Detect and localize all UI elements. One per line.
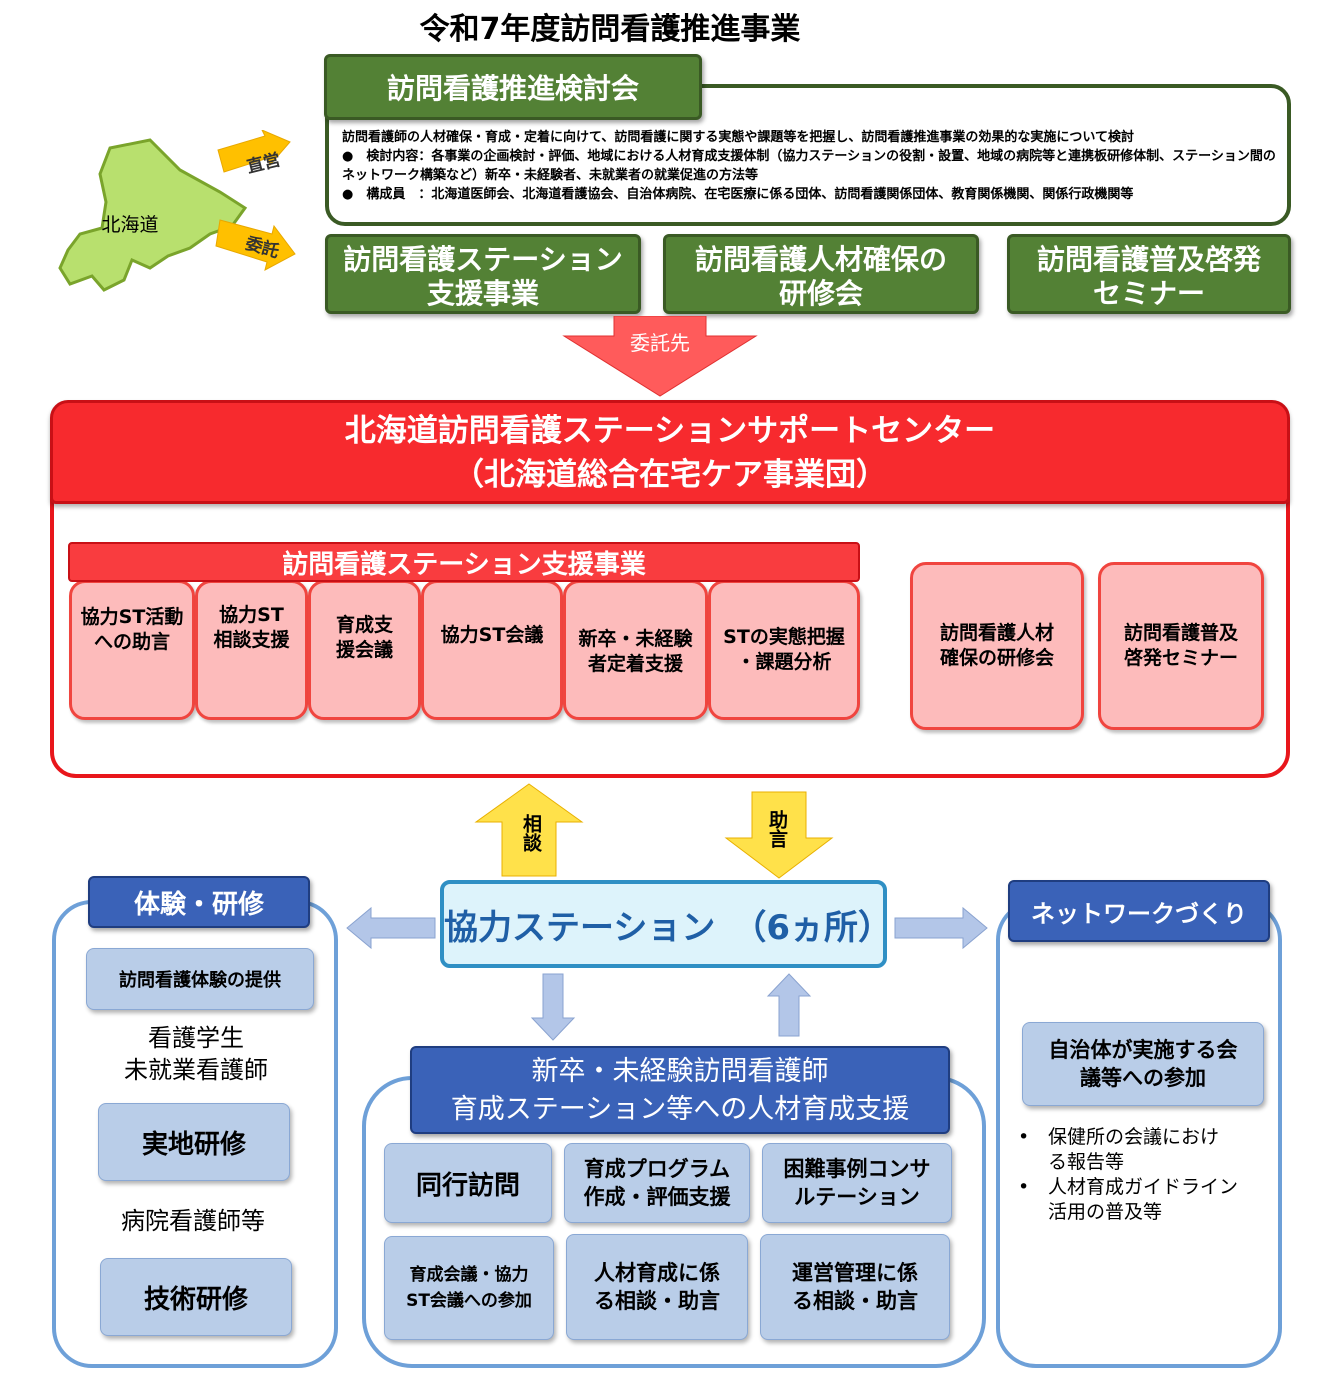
support-item-line2: 相談支援 — [213, 629, 290, 651]
training-item-line1: 同行訪問 — [415, 1170, 520, 1201]
technical-training-box: 技術研修 — [100, 1258, 292, 1336]
other-project-line1: 訪問看護人材 — [939, 622, 1054, 644]
council-content: ● 検討内容：各事業の企画検討・評価、地域における人材育成支援体制（協力ステーシ… — [342, 149, 1276, 183]
bullet-mark: • — [1018, 1176, 1030, 1198]
support-center-name: 北海道訪問看護ステーションサポートセンター — [344, 413, 996, 449]
green-box-line2: セミナー — [1092, 277, 1205, 310]
council-members: ● 構成員 ：北海道医師会、北海道看護協会、自治体病院、在宅医療に係る団体、訪問… — [342, 187, 1134, 202]
other-project-workforce: 訪問看護人材確保の研修会 — [910, 562, 1084, 730]
bullet-line1: 人材育成ガイドライン — [1048, 1176, 1239, 1198]
green-box-awareness-seminar: 訪問看護普及啓発 セミナー — [1007, 234, 1291, 314]
training-support-title: 新卒・未経験訪問看護師 育成ステーション等への人材育成支援 — [410, 1046, 950, 1134]
target-unemployed-nurses: 未就業看護師 — [124, 1055, 268, 1084]
training-support-line1: 新卒・未経験訪問看護師 — [531, 1056, 829, 1087]
training-item: 困難事例コンサルテーション — [762, 1143, 952, 1223]
other-project-seminar: 訪問看護普及啓発セミナー — [1098, 562, 1264, 730]
target-hospital-nurses: 病院看護師等 — [121, 1206, 265, 1235]
training-support-line2: 育成ステーション等への人材育成支援 — [450, 1094, 910, 1125]
up-arrow — [766, 973, 812, 1037]
training-item-line2: る相談・助言 — [594, 1289, 720, 1313]
other-project-line2: 確保の研修会 — [939, 647, 1054, 669]
green-box-station-support: 訪問看護ステーション 支援事業 — [325, 234, 641, 314]
support-item-line1: 協力ST — [219, 604, 284, 626]
hokkaido-map-shape — [58, 138, 248, 292]
council-desc: 訪問看護師の人材確保・育成・定着に向けて、訪問看護に関する実態や課題等を把握し、… — [342, 130, 1134, 145]
green-box-line1: 訪問看護普及啓発 — [1036, 243, 1261, 276]
experience-title: 体験・研修 — [88, 876, 310, 928]
training-item-line1: 育成会議・協力 — [409, 1265, 529, 1285]
support-item: 育成支援会議 — [308, 580, 421, 720]
list-item: • 人材育成ガイドライン活用の普及等 — [1018, 1175, 1278, 1225]
network-bullet-list: • 保健所の会議における報告等 • 人材育成ガイドライン活用の普及等 — [1018, 1125, 1278, 1225]
other-project-line2: 啓発セミナー — [1123, 647, 1238, 669]
down-arrow — [530, 973, 576, 1041]
training-item-line1: 困難事例コンサ — [783, 1157, 931, 1181]
bullet-line1: 保健所の会議におけ — [1048, 1126, 1220, 1148]
right-arrow — [894, 906, 988, 950]
training-item-line2: ST会議への参加 — [406, 1291, 532, 1311]
support-item-line1: 協力ST活動 — [80, 606, 184, 628]
training-item-line2: ルテーション — [794, 1185, 920, 1209]
bullet-line2: る報告等 — [1048, 1151, 1125, 1173]
training-item: 育成会議・協力 ST会議への参加 — [384, 1236, 554, 1340]
municipal-meeting-box: 自治体が実施する会議等への参加 — [1022, 1022, 1264, 1106]
hokkaido-label: 北海道 — [101, 213, 159, 236]
training-item-line1: 人材育成に係 — [594, 1261, 720, 1285]
support-item-line1: 新卒・未経験 — [578, 628, 693, 650]
support-item-line2: 援会議 — [335, 639, 393, 661]
left-arrow — [346, 906, 436, 950]
support-item-line1: 育成支 — [335, 614, 393, 636]
green-box-line2: 研修会 — [778, 277, 863, 310]
support-item: 協力ST活動への助言 — [69, 580, 195, 720]
green-box-workforce-training: 訪問看護人材確保の 研修会 — [663, 234, 979, 314]
entrusted-arrow — [562, 316, 758, 397]
training-item: 人材育成に係る相談・助言 — [566, 1234, 748, 1340]
municipal-meeting-line1: 自治体が実施する会 — [1048, 1038, 1238, 1062]
practical-training-box: 実地研修 — [98, 1103, 290, 1181]
support-item: 協力ST会議 — [421, 580, 563, 720]
training-item: 育成プログラム作成・評価支援 — [564, 1143, 750, 1223]
training-item-line1: 運営管理に係 — [792, 1261, 918, 1285]
advice-label: 助言 — [766, 810, 788, 848]
support-item-line1: STの実態把握 — [723, 626, 845, 648]
support-center-org: （北海道総合在宅ケア事業団） — [453, 457, 887, 493]
training-item-line1: 育成プログラム — [583, 1157, 731, 1181]
support-center-header: 北海道訪問看護ステーションサポートセンター （北海道総合在宅ケア事業団） — [50, 400, 1290, 504]
list-item: • 保健所の会議における報告等 — [1018, 1125, 1278, 1175]
council-title: 訪問看護推進検討会 — [324, 54, 702, 120]
bullet-mark: • — [1018, 1126, 1030, 1148]
consult-arrow — [474, 783, 584, 877]
other-project-line1: 訪問看護普及 — [1123, 622, 1238, 644]
network-title: ネットワークづくり — [1008, 880, 1270, 942]
green-box-line1: 訪問看護人材確保の — [694, 243, 947, 276]
municipal-meeting-line2: 議等への参加 — [1080, 1066, 1206, 1090]
green-box-line2: 支援事業 — [426, 277, 539, 310]
support-item-line2: ・課題分析 — [736, 651, 832, 673]
consult-label: 相談 — [520, 814, 542, 852]
direct-arrow — [217, 130, 291, 173]
training-item-line2: 作成・評価支援 — [583, 1185, 731, 1209]
target-students: 看護学生 — [148, 1023, 244, 1052]
coop-station-box: 協力ステーション （6ヵ所） — [440, 880, 892, 968]
training-item: 同行訪問 — [384, 1143, 552, 1223]
council-description: 訪問看護師の人材確保・育成・定着に向けて、訪問看護に関する実態や課題等を把握し、… — [342, 128, 1282, 204]
entrusted-label: 委託先 — [630, 330, 690, 355]
training-item: 運営管理に係る相談・助言 — [760, 1234, 950, 1340]
support-item: STの実態把握・課題分析 — [708, 580, 860, 720]
support-item-line1: 協力ST会議 — [440, 624, 544, 646]
bullet-line2: 活用の普及等 — [1048, 1201, 1163, 1223]
advice-arrow — [724, 791, 834, 879]
green-box-line1: 訪問看護ステーション — [343, 243, 623, 276]
hokkaido-map-graphic — [58, 130, 296, 292]
support-item-line2: への助言 — [93, 631, 170, 653]
support-item: 新卒・未経験者定着支援 — [563, 580, 708, 720]
page-title: 令和7年度訪問看護推進事業 — [419, 12, 801, 47]
experience-offer-box: 訪問看護体験の提供 — [86, 948, 314, 1010]
support-item-line2: 者定着支援 — [587, 653, 683, 675]
support-project-title: 訪問看護ステーション支援事業 — [68, 542, 860, 582]
entrust-arrow — [215, 219, 296, 271]
training-item-line2: る相談・助言 — [792, 1289, 918, 1313]
support-item: 協力ST 相談支援 — [195, 580, 308, 720]
